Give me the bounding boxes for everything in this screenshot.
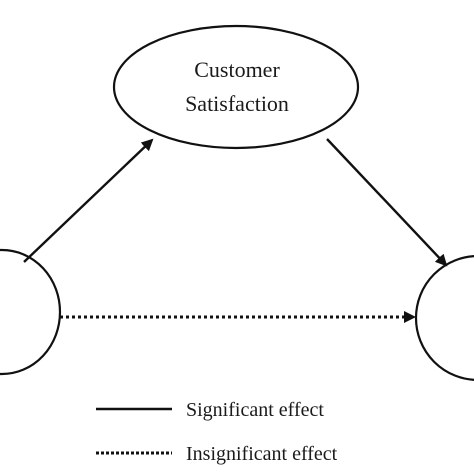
customer-satisfaction-label-line1: Customer [194,57,280,82]
arrow-satisfaction-to-right [326,138,448,267]
legend-insignificant-label: Insignificant effect [186,443,338,465]
legend-significant-label: Significant effect [186,399,324,421]
arrow-left-to-satisfaction [23,138,154,263]
right-node-ellipse [414,255,474,381]
customer-satisfaction-label-line2: Satisfaction [185,91,289,116]
left-node-ellipse [0,248,62,376]
customer-satisfaction-node [112,24,360,150]
legend: Significant effect Insignificant effect [96,399,338,465]
